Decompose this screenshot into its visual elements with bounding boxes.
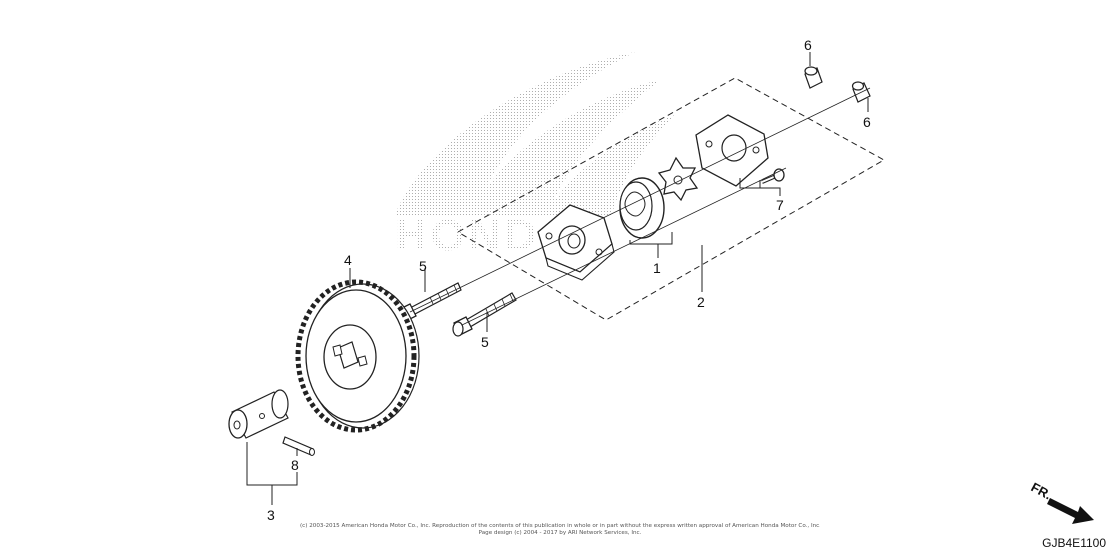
callout-7: 7 bbox=[776, 197, 784, 213]
bolt-axis-line bbox=[461, 167, 787, 326]
wing-shape bbox=[395, 52, 675, 215]
gear-teeth bbox=[295, 279, 417, 433]
inner-rotor-hub bbox=[673, 175, 683, 185]
pump-body bbox=[537, 204, 615, 281]
copyright-line-2: Page design (c) 2004 - 2017 by ARI Netwo… bbox=[478, 530, 642, 536]
pump-cover bbox=[695, 114, 769, 187]
callout-2: 2 bbox=[697, 294, 705, 310]
pump-cover-bore bbox=[721, 134, 747, 162]
shaft-pin bbox=[282, 436, 315, 456]
inner-rotor bbox=[657, 156, 699, 202]
front-direction-marker: FR. bbox=[1029, 479, 1094, 524]
outer-rotor-face bbox=[619, 181, 653, 231]
oil-pump-assembly-outline bbox=[456, 77, 886, 321]
callout-5-upper: 5 bbox=[419, 258, 427, 274]
bolt-lower bbox=[452, 292, 517, 337]
screw bbox=[761, 168, 785, 184]
pump-cover-hole-2 bbox=[752, 146, 760, 154]
copyright-line-1: (c) 2003-2015 American Honda Motor Co., … bbox=[300, 523, 820, 529]
pump-cover-hole-1 bbox=[705, 140, 713, 148]
gear-bore bbox=[337, 341, 359, 369]
outer-rotor bbox=[619, 177, 665, 239]
pump-body-hole-2 bbox=[595, 248, 603, 256]
pump-body-side bbox=[545, 242, 615, 281]
pump-body-bore bbox=[567, 233, 581, 249]
drawing-code: GJB4E1100 bbox=[1042, 536, 1106, 550]
callout-1: 1 bbox=[653, 260, 661, 276]
leader-1 bbox=[629, 232, 673, 258]
pump-shaft bbox=[228, 389, 289, 439]
callout-3: 3 bbox=[267, 507, 275, 523]
leader-lines bbox=[246, 52, 869, 505]
dowel-pin-upper bbox=[804, 66, 823, 89]
callout-8: 8 bbox=[291, 457, 299, 473]
callout-6-upper: 6 bbox=[804, 37, 812, 53]
gear-keyway bbox=[332, 344, 368, 367]
leader-3 bbox=[246, 442, 298, 505]
callout-5-lower: 5 bbox=[481, 334, 489, 350]
pump-drive-gear bbox=[295, 279, 420, 433]
assembly-axis-line bbox=[409, 87, 871, 313]
leader-7 bbox=[739, 178, 781, 196]
pump-body-hole-1 bbox=[545, 232, 553, 240]
front-direction-arrow-icon bbox=[1047, 498, 1094, 524]
callout-4: 4 bbox=[344, 252, 352, 268]
callout-6-lower: 6 bbox=[863, 114, 871, 130]
